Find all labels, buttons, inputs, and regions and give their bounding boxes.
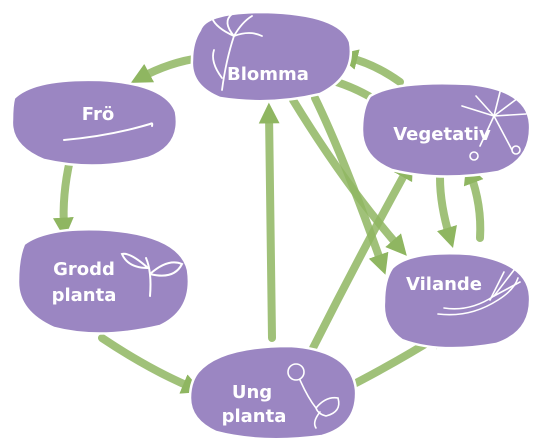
node-ung-label-line2: planta xyxy=(222,406,287,427)
node-vegetativ: Vegetativ xyxy=(362,83,530,176)
node-ung-label-line1: Ung xyxy=(232,382,272,403)
node-grodd-shape xyxy=(18,229,189,333)
arrow-fro-to-grodd xyxy=(64,160,70,228)
arrow-vegetativ-to-vilande xyxy=(440,178,450,238)
node-blomma-shape xyxy=(192,12,351,101)
node-grodd: Grodd planta xyxy=(18,229,189,333)
arrow-vegetativ-to-blomma xyxy=(347,57,400,82)
arrow-ung-to-blomma xyxy=(269,113,272,338)
node-vilande: Vilande xyxy=(384,253,530,348)
node-grodd-label-line2: planta xyxy=(52,285,117,306)
node-vilande-label: Vilande xyxy=(406,274,482,295)
node-grodd-label-line1: Grodd xyxy=(53,259,115,280)
node-blomma-label: Blomma xyxy=(227,64,309,85)
node-fro: Frö xyxy=(12,80,177,166)
arrow-vilande-to-vegetativ xyxy=(470,173,480,238)
node-fro-label: Frö xyxy=(82,104,114,125)
arrow-grodd-to-ung xyxy=(102,338,193,388)
node-ung: Ung planta xyxy=(190,346,356,439)
node-vegetativ-label: Vegetativ xyxy=(393,124,491,145)
node-blomma: Blomma xyxy=(192,12,351,101)
node-vilande-shape xyxy=(384,253,530,348)
